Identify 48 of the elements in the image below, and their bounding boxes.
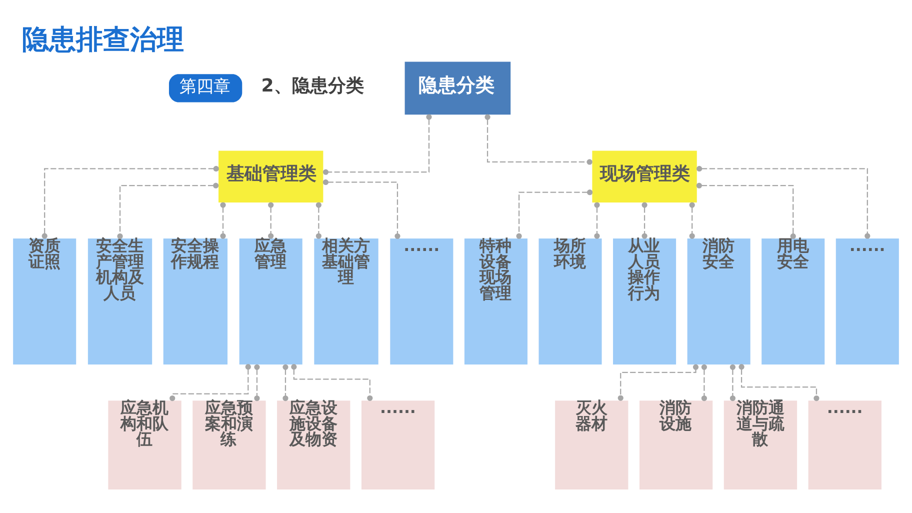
connector bbox=[689, 202, 695, 239]
connector bbox=[696, 182, 796, 240]
node-box: 特种设备现场管理 bbox=[464, 238, 528, 365]
connector bbox=[322, 179, 400, 239]
connector bbox=[117, 182, 219, 240]
connector bbox=[594, 202, 600, 239]
node-box: 场所环境 bbox=[538, 238, 602, 365]
node-box: 相关方基础管理 bbox=[314, 238, 378, 365]
connector bbox=[220, 202, 226, 239]
node-box: ...... bbox=[808, 400, 882, 490]
connector bbox=[254, 364, 260, 402]
connector bbox=[268, 202, 274, 239]
connector bbox=[170, 364, 251, 402]
node-box: 应急预案和演练 bbox=[192, 400, 266, 490]
node-box: 应急机构和队伍 bbox=[108, 400, 182, 490]
node-box: 隐患分类 bbox=[404, 62, 511, 115]
node-box: 从业人员操作行为 bbox=[613, 238, 676, 365]
node-box: 基础管理类 bbox=[218, 150, 324, 202]
label: 2、隐患分类 bbox=[261, 75, 364, 96]
node-box: 消防设施 bbox=[639, 400, 713, 490]
node-box: 安全生产管理机构及人员 bbox=[88, 238, 152, 365]
connector bbox=[701, 364, 707, 402]
connector bbox=[282, 364, 288, 402]
node-box: 用电安全 bbox=[762, 238, 825, 365]
node-box: ...... bbox=[836, 238, 899, 365]
node-box: ...... bbox=[390, 238, 454, 365]
connector bbox=[42, 166, 219, 239]
connector bbox=[618, 364, 699, 401]
connector bbox=[322, 114, 432, 175]
node-box: 应急管理 bbox=[239, 238, 302, 365]
node-box: 现场管理类 bbox=[592, 150, 697, 202]
connector bbox=[642, 202, 648, 239]
connector bbox=[696, 166, 870, 239]
node-box: 应急设施设备及物资 bbox=[277, 400, 350, 490]
connector bbox=[291, 364, 373, 401]
connector bbox=[516, 190, 593, 239]
connector bbox=[730, 364, 736, 402]
connector bbox=[316, 202, 322, 239]
node-box: ...... bbox=[361, 400, 435, 490]
label: 第四章 bbox=[180, 76, 231, 96]
node-box: 灭火器材 bbox=[555, 400, 628, 490]
connector bbox=[484, 114, 592, 165]
node-box: 消防通道与疏散 bbox=[724, 400, 798, 490]
node-box: 安全操作规程 bbox=[163, 238, 228, 365]
node-box: 资质证照 bbox=[13, 238, 76, 365]
connector bbox=[738, 364, 820, 402]
node-box: 消防安全 bbox=[687, 238, 750, 365]
diagram-title: 隐患排查治理 bbox=[22, 24, 184, 56]
